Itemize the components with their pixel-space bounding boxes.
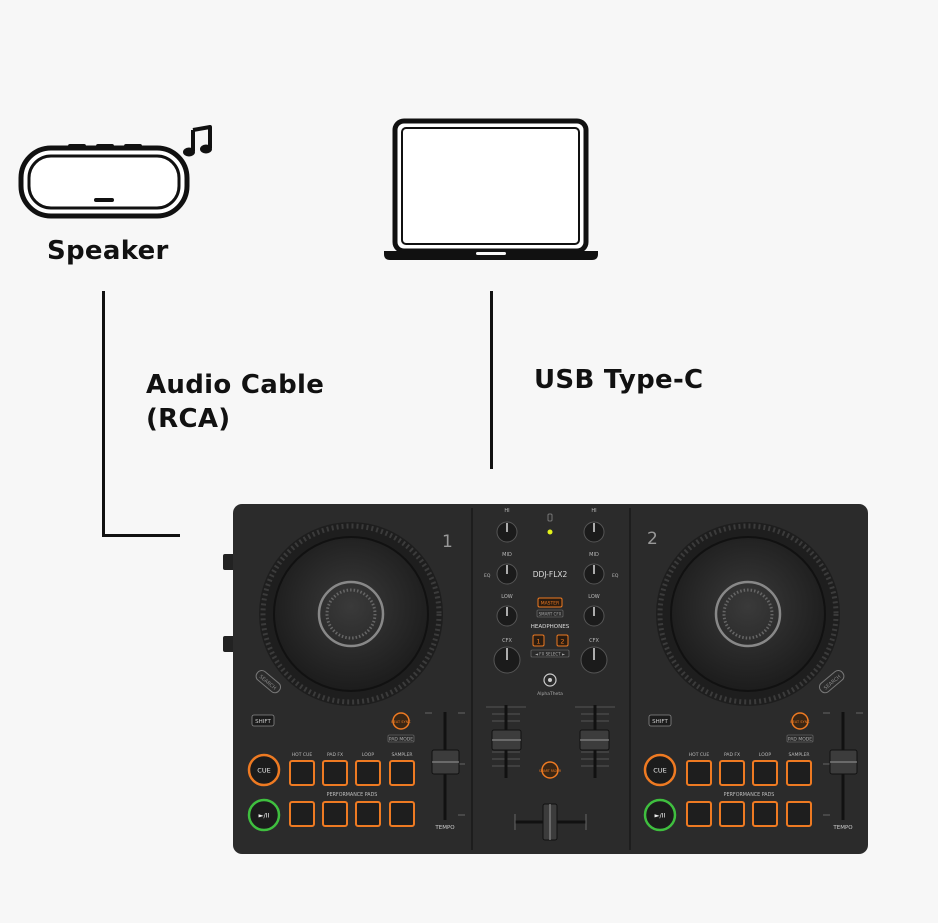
svg-text:CUE: CUE — [257, 767, 270, 775]
cfx-label-left: CFX — [502, 638, 512, 644]
svg-text:BEAT SYNC: BEAT SYNC — [790, 720, 810, 724]
pad-mode-label-left: PAD MODE — [387, 734, 415, 743]
performance-pads-label-right: PERFORMANCE PADS — [724, 792, 775, 798]
performance-pads-left[interactable] — [289, 760, 415, 827]
pad-mode-loop-right: LOOP — [759, 752, 771, 758]
pad-mode-sampler-right: SAMPLER — [788, 752, 809, 758]
volume-jack — [223, 554, 235, 570]
tempo-fader-left[interactable] — [425, 712, 465, 820]
pad-mode-label-right: PAD MODE — [786, 734, 814, 743]
low-label-left: LOW — [501, 594, 513, 600]
pad-mode-loop-left: LOOP — [362, 752, 374, 758]
low-label-right: LOW — [588, 594, 600, 600]
hi-label-left: HI — [504, 508, 509, 514]
brand-logo: AlphaTheta — [537, 673, 563, 697]
headphone-cue-2-button[interactable]: 2 — [556, 634, 569, 647]
cue-button-left[interactable]: CUE — [247, 753, 281, 787]
audio-cable-horizontal-line — [102, 534, 180, 537]
channel-fader-right[interactable] — [575, 705, 615, 778]
mid-label-left: MID — [502, 552, 512, 558]
channel-fader-left[interactable] — [486, 705, 526, 778]
beat-sync-button-left[interactable]: BEAT SYNC — [391, 712, 411, 730]
svg-text:SMART CFX: SMART CFX — [539, 612, 562, 617]
speaker-icon — [18, 144, 190, 219]
eq-knobs-right[interactable] — [580, 521, 608, 674]
hi-label-right: HI — [591, 508, 596, 514]
svg-text:1: 1 — [536, 638, 540, 646]
mid-label-right: MID — [589, 552, 599, 558]
usb-cable-line — [490, 291, 493, 469]
audio-cable-label: Audio Cable (RCA) — [146, 368, 324, 436]
jog-wheel-right[interactable] — [656, 522, 840, 706]
svg-text:►/II: ►/II — [258, 812, 269, 820]
eq-label-right: EQ — [612, 573, 619, 579]
smart-fader-button[interactable]: SMART FADER — [539, 761, 562, 779]
deck-left-number: 1 — [442, 532, 453, 552]
headphones-label: HEADPHONES — [531, 624, 570, 630]
svg-text:PAD MODE: PAD MODE — [389, 737, 413, 743]
shift-button-left[interactable]: SHIFT — [251, 714, 275, 727]
model-name: DDJ-FLX2 — [533, 570, 568, 579]
cfx-label-right: CFX — [589, 638, 599, 644]
svg-text:SHIFT: SHIFT — [255, 719, 271, 725]
headphone-cue-1-button[interactable]: 1 — [532, 634, 545, 647]
audio-cable-label-line2: (RCA) — [146, 404, 231, 434]
performance-pads-right[interactable] — [686, 760, 812, 827]
pad-mode-hot-cue-right: HOT CUE — [689, 752, 710, 758]
svg-text:BEAT SYNC: BEAT SYNC — [391, 720, 411, 724]
deck-right-number: 2 — [647, 529, 658, 549]
cue-button-right[interactable]: CUE — [643, 753, 677, 787]
svg-text:MASTER: MASTER — [541, 601, 560, 607]
tempo-fader-right[interactable] — [823, 712, 863, 820]
svg-text:2: 2 — [560, 638, 564, 646]
play-pause-button-right[interactable]: ►/II — [643, 798, 677, 832]
pad-mode-pad-fx-right: PAD FX — [724, 752, 740, 758]
smart-cfx-label: SMART CFX — [536, 609, 564, 618]
pad-mode-hot-cue-left: HOT CUE — [292, 752, 313, 758]
pad-mode-pad-fx-left: PAD FX — [327, 752, 343, 758]
play-pause-button-left[interactable]: ►/II — [247, 798, 281, 832]
svg-text:AlphaTheta: AlphaTheta — [537, 691, 563, 697]
pad-mode-sampler-left: SAMPLER — [391, 752, 412, 758]
jog-wheel-left[interactable] — [259, 522, 443, 706]
speaker-label: Speaker — [47, 236, 169, 266]
beat-sync-button-right[interactable]: BEAT SYNC — [790, 712, 810, 730]
svg-text:◄ FX SELECT ►: ◄ FX SELECT ► — [535, 652, 566, 657]
svg-text:PAD MODE: PAD MODE — [788, 737, 812, 743]
tempo-label-left: TEMPO — [434, 825, 455, 831]
svg-text:►/II: ►/II — [654, 812, 665, 820]
music-note-icon — [183, 125, 212, 157]
performance-pads-label-left: PERFORMANCE PADS — [327, 792, 378, 798]
shift-button-right[interactable]: SHIFT — [648, 714, 672, 727]
master-button[interactable]: MASTER — [537, 597, 563, 608]
usb-cable-label: USB Type-C — [534, 365, 704, 395]
dj-controller: ◀︎) ∩ 1 SEARCH SHIFT BEAT SYNC PAD MODE … — [223, 504, 868, 854]
audio-cable-vertical-line — [102, 291, 105, 537]
headphone-jack — [223, 636, 235, 652]
laptop-icon — [384, 118, 598, 260]
fx-select-label: ◄ FX SELECT ► — [530, 649, 570, 658]
svg-text:CUE: CUE — [653, 767, 666, 775]
tempo-label-right: TEMPO — [832, 825, 853, 831]
crossfader[interactable] — [514, 803, 587, 841]
svg-text:SHIFT: SHIFT — [652, 719, 668, 725]
svg-text:SMART FADER: SMART FADER — [539, 769, 562, 773]
usb-status-indicator — [547, 513, 553, 535]
audio-cable-label-line1: Audio Cable — [146, 370, 325, 400]
eq-label-left: EQ — [484, 573, 491, 579]
